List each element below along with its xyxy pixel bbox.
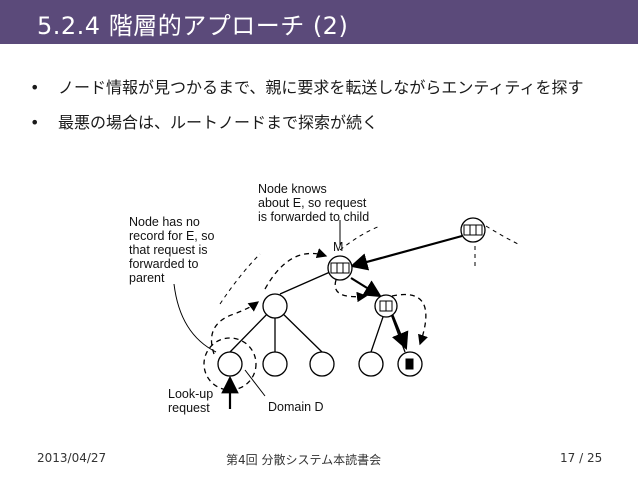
leaf-node xyxy=(309,351,335,377)
leaf-node-domain-d xyxy=(217,351,243,377)
bullet-item: • 最悪の場合は、ルートノードまで探索が続く xyxy=(30,111,610,134)
bullet-item: • ノード情報が見つかるまで、親に要求を転送しながらエンティティを探す xyxy=(30,76,610,99)
forward-path xyxy=(210,248,428,355)
bullet-marker: • xyxy=(30,78,40,97)
bullet-list: • ノード情報が見つかるまで、親に要求を転送しながらエンティティを探す • 最悪… xyxy=(30,76,610,146)
entity-record-e xyxy=(405,358,414,370)
title-bar: 5.2.4 階層的アプローチ (2) xyxy=(0,0,638,44)
lookup-request-label: Look-up request xyxy=(168,387,214,415)
annotation-leaders xyxy=(173,220,341,397)
leaf-node xyxy=(262,351,288,377)
leaf-node xyxy=(358,351,384,377)
bullet-text: 最悪の場合は、ルートノードまで探索が続く xyxy=(58,113,379,132)
node-records xyxy=(330,224,483,370)
parent-node xyxy=(262,293,288,319)
domain-d-boundary xyxy=(203,337,257,391)
hierarchy-figure: Node knows about E, so request is forwar… xyxy=(129,174,520,424)
annotation-no-record: Node has no record for E, so that reques… xyxy=(129,215,215,285)
node-m-label: M xyxy=(333,240,344,254)
annotation-node-knows: Node knows about E, so request is forwar… xyxy=(258,182,370,224)
bullet-marker: • xyxy=(30,113,40,132)
bullet-text: ノード情報が見つかるまで、親に要求を転送しながらエンティティを探す xyxy=(58,78,584,97)
footer-date: 2013/04/27 xyxy=(37,451,107,465)
tree-diagram xyxy=(173,217,519,409)
slide-title: 5.2.4 階層的アプローチ (2) xyxy=(37,12,349,40)
page-number: 17 / 25 xyxy=(560,451,603,465)
hidden-branches xyxy=(219,225,519,305)
request-arrows xyxy=(221,234,463,409)
domain-d-label: Domain D xyxy=(268,400,324,414)
footer-title: 第4回 分散システム本読書会 xyxy=(226,453,382,467)
